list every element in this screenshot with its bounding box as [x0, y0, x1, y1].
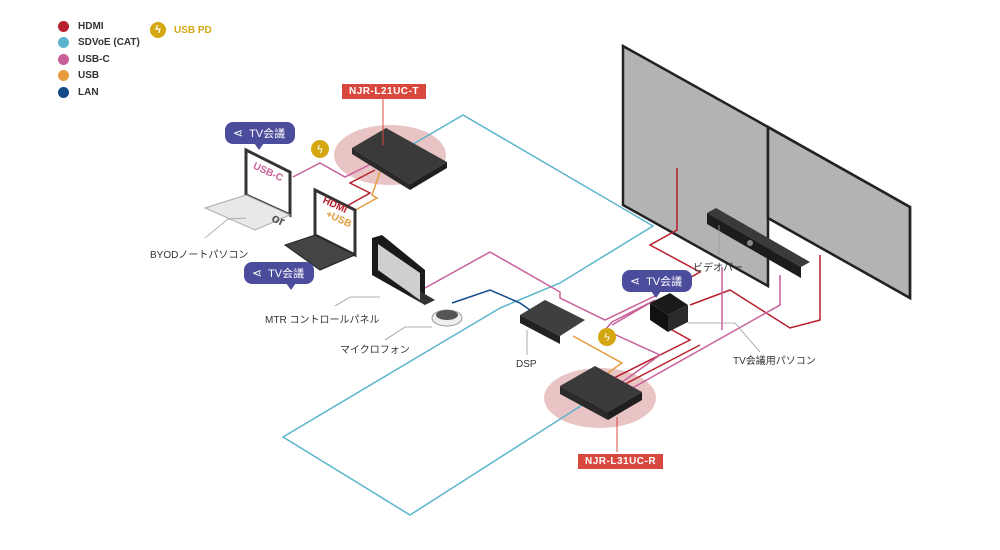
laptop-hdmi-base: [283, 234, 357, 271]
pc-device-front: [650, 303, 668, 332]
legend-label: USB PD: [174, 24, 212, 36]
video-bar: [707, 208, 810, 267]
legend-label: USB-C: [78, 53, 110, 65]
usb-pd-icon-transmitter: ϟ: [311, 140, 329, 158]
legend-label: LAN: [78, 86, 99, 98]
svg-text:ϟ: ϟ: [316, 143, 323, 156]
share-icon: ⋖: [630, 274, 641, 288]
legend-label: SDVoE (CAT): [78, 37, 140, 49]
camera-lens-icon: [747, 240, 753, 246]
usb-pd-icon-receiver: ϟ: [598, 328, 616, 346]
leader-byod: [204, 217, 247, 239]
hdmi-cable-display-right: [689, 255, 821, 329]
receiver-device-front: [560, 386, 608, 420]
legend-item-lan: LAN: [58, 84, 140, 101]
legend: HDMI SDVoE (CAT) USB-C USB LAN: [58, 18, 140, 101]
pc-device: [650, 293, 688, 315]
legend-swatch: [58, 20, 69, 32]
mtr-panel-screen: [378, 244, 420, 300]
transmitter-device-side: [410, 162, 447, 190]
svg-text:ϟ: ϟ: [603, 331, 610, 344]
microphone-grille: [436, 310, 458, 320]
leader-mic: [384, 326, 432, 341]
dsp-device: [520, 300, 585, 336]
transmitter-device-front: [352, 148, 410, 190]
receiver-device: [560, 366, 642, 412]
microphone-label: マイクロフォン: [340, 345, 410, 356]
bubble-label: TV会議: [646, 276, 683, 288]
hdmi-cable-laptop: [344, 169, 376, 208]
laptop-usbc-base: [203, 194, 292, 231]
usbc-cable-laptop: [292, 161, 376, 178]
tv-conference-bubble-pc: ⋖ TV会議: [622, 270, 693, 298]
video-bar-front: [707, 213, 801, 278]
video-bar-label: ビデオバー: [693, 263, 743, 274]
legend-label: HDMI: [78, 20, 104, 32]
share-icon: ⋖: [252, 266, 263, 280]
legend-swatch: [58, 86, 69, 98]
mtr-panel-label: MTR コントロールパネル: [265, 315, 380, 326]
display-right-frame: [766, 124, 912, 301]
legend-item-hdmi: HDMI: [58, 18, 140, 35]
transmitter-model-tag: NJR-L21UC-T: [342, 84, 426, 99]
byod-laptop-label: BYODノートパソコン: [150, 250, 249, 261]
leader-pc: [688, 322, 761, 353]
hdmi-cable-receiver: [599, 325, 692, 386]
share-icon: ⋖: [233, 126, 244, 140]
tv-conference-bubble-byod-hdmi: ⋖ TV会議: [244, 262, 315, 290]
pc-device-side: [668, 305, 688, 332]
legend-swatch: [58, 53, 69, 65]
receiver-model-tag: NJR-L31UC-R: [578, 454, 664, 469]
usbc-cable-pc-pd: [603, 299, 662, 386]
legend-label: USB: [78, 70, 100, 82]
sdvoe-cable: [281, 114, 655, 516]
lan-cable: [451, 289, 531, 311]
receiver-device-side: [608, 392, 642, 420]
leader-mtr: [334, 296, 380, 307]
dsp-device-front: [520, 315, 560, 344]
tv-conference-bubble-byod-usbc: ⋖ TV会議: [225, 122, 296, 150]
usb-cable-laptop: [351, 171, 381, 213]
bubble-label: TV会議: [268, 268, 305, 280]
legend-item-usbc: USB-C: [58, 51, 140, 68]
display-right-face: [768, 130, 908, 297]
pc-label: TV会議用パソコン: [733, 356, 816, 367]
legend-swatch: [58, 70, 69, 82]
transmitter-device: [352, 128, 447, 184]
dsp-label: DSP: [516, 359, 537, 370]
usbc-cable-receiver: [619, 275, 781, 396]
display-left: [621, 43, 770, 289]
usbc-cable-mtr: [424, 251, 656, 321]
legend-item-sdvoe: SDVoE (CAT): [58, 35, 140, 52]
legend-swatch: [58, 37, 69, 49]
legend-item-usb: USB: [58, 68, 140, 85]
legend-item-usb-pd: ϟ USB PD: [150, 22, 212, 38]
lightning-icon: ϟ: [150, 22, 166, 38]
bubble-label: TV会議: [249, 128, 286, 140]
